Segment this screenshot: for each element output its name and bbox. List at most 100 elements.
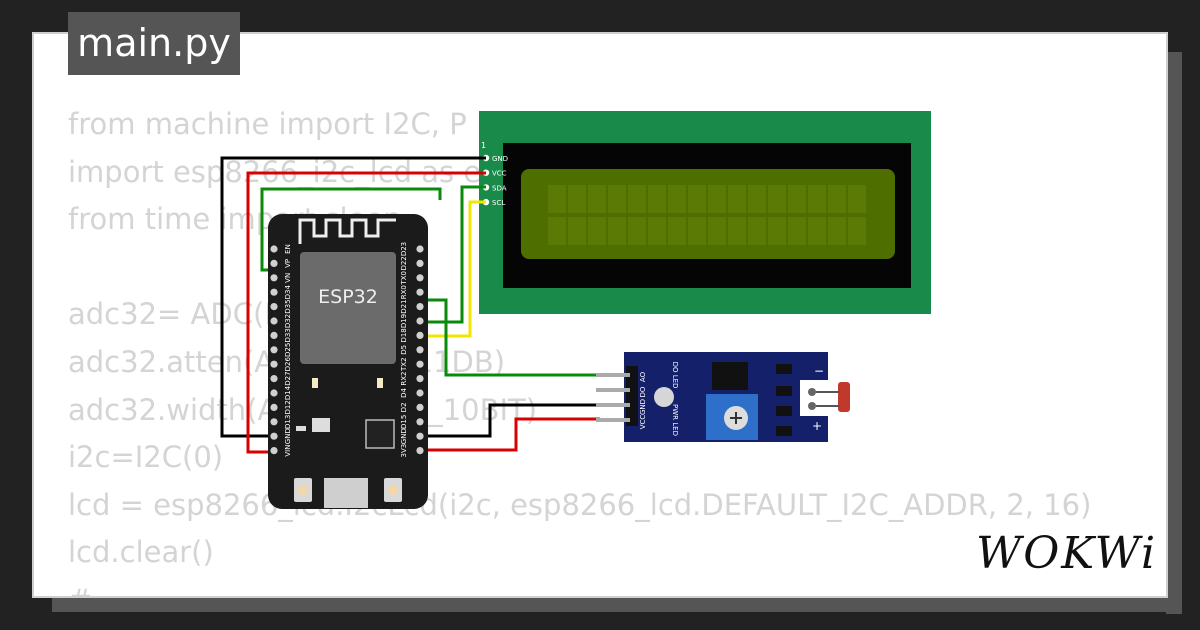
lcd-cell	[668, 185, 686, 213]
esp-pin-d26[interactable]	[270, 360, 278, 368]
esp-pin-label: D18	[400, 328, 408, 342]
wire-sda-lcd-2	[418, 185, 486, 324]
esp-pin-d19[interactable]	[416, 317, 424, 325]
lcd-cell	[808, 217, 826, 245]
esp-pin-label: GND	[400, 428, 408, 444]
code-line: from machine import I2C, P	[68, 107, 467, 141]
lcd-cell	[708, 217, 726, 245]
esp-pin-d33[interactable]	[270, 331, 278, 339]
lcd-cell	[688, 217, 706, 245]
lcd-cell	[788, 217, 806, 245]
esp-pin-gnd[interactable]	[270, 432, 278, 440]
esp-pin-d12[interactable]	[270, 403, 278, 411]
esp-pin-label: D25	[284, 343, 292, 357]
wokwi-logo: WOKWi	[976, 528, 1158, 579]
lcd-pin1-marker: 1	[481, 141, 486, 150]
code-line: # ...	[68, 577, 1091, 596]
esp-pin-label: VN	[284, 273, 292, 283]
esp-pin-vin[interactable]	[270, 447, 278, 455]
esp-pin-d5[interactable]	[416, 346, 424, 354]
esp-pin-d27[interactable]	[270, 375, 278, 383]
esp-pin-label: 3V3	[400, 444, 408, 458]
esp-pin-d4[interactable]	[416, 389, 424, 397]
wire-vcc-sensor	[418, 417, 600, 452]
lcd-pin-label: GND	[492, 155, 508, 163]
esp-pin-label: D21	[400, 299, 408, 313]
sensor-pin-ao[interactable]	[596, 373, 630, 377]
esp-pin-label: D4	[400, 388, 408, 398]
esp-pin-3v3[interactable]	[416, 447, 424, 455]
lcd-cell	[748, 217, 766, 245]
esp-pin-gnd[interactable]	[416, 432, 424, 440]
esp-pin-d14[interactable]	[270, 389, 278, 397]
lcd-cell	[588, 185, 606, 213]
esp-pin-d34[interactable]	[270, 288, 278, 296]
lcd-cell	[828, 217, 846, 245]
esp-pin-label: D13	[284, 415, 292, 429]
code-line: lcd.clear()	[68, 535, 214, 570]
esp-pin-label: GND	[284, 428, 292, 444]
lcd-cell	[568, 217, 586, 245]
lcd-pin-label: SCL	[492, 199, 505, 207]
esp-pin-label: RX0	[400, 285, 408, 299]
photoresistor	[838, 382, 850, 412]
esp32-pin-rows: ENVPVND34D35D32D33D25D26D27D14D12D13GNDV…	[270, 242, 424, 458]
file-tab-main-py[interactable]: main.py	[68, 12, 240, 75]
esp-pin-rx2[interactable]	[416, 375, 424, 383]
esp-pin-label: D33	[284, 328, 292, 342]
sensor-led	[654, 387, 674, 407]
esp-pin-en[interactable]	[270, 245, 278, 253]
lcd-cell	[748, 185, 766, 213]
esp-pin-tx2[interactable]	[416, 360, 424, 368]
code-line: adc32= ADC(P	[68, 297, 282, 332]
minus-label: −	[814, 364, 824, 378]
esp-pin-d21[interactable]	[416, 303, 424, 311]
esp-pin-rx0[interactable]	[416, 288, 424, 296]
lcd-cell	[608, 185, 626, 213]
esp-pin-tx0[interactable]	[416, 274, 424, 282]
card-shadow-bottom	[52, 596, 1182, 612]
plus-label: +	[812, 419, 822, 433]
antenna-trace	[298, 218, 396, 244]
lcd-cell	[848, 185, 866, 213]
wire-vcc-lcd	[246, 171, 486, 454]
wire-sda-lcd	[260, 187, 442, 272]
esp-pin-vp[interactable]	[270, 259, 278, 267]
sensor-pin-do[interactable]	[596, 388, 630, 392]
lcd-cell	[728, 185, 746, 213]
esp-pin-label: D14	[284, 385, 292, 400]
esp-pin-d23[interactable]	[416, 245, 424, 253]
esp-pin-d25[interactable]	[270, 346, 278, 354]
esp-pin-d2[interactable]	[416, 403, 424, 411]
lcd-cell	[828, 185, 846, 213]
sensor-pin-gnd[interactable]	[596, 403, 630, 407]
esp-pin-d15[interactable]	[416, 418, 424, 426]
esp-pin-d18[interactable]	[416, 331, 424, 339]
esp-pin-d35[interactable]	[270, 303, 278, 311]
sensor-pin-label: AO	[639, 371, 647, 382]
esp32-devkit[interactable]: ESP32 ENVPVND34D35D32D33D25D26D27D14D12D…	[268, 214, 428, 509]
lcd-cell	[848, 217, 866, 245]
wire-scl-lcd	[418, 200, 486, 338]
lcd-cell	[608, 217, 626, 245]
esp-pin-d32[interactable]	[270, 317, 278, 325]
esp-pin-d13[interactable]	[270, 418, 278, 426]
lcd-cell	[808, 185, 826, 213]
esp-pin-label: D32	[284, 314, 292, 328]
sensor-led-label: DO LED	[671, 362, 679, 389]
esp-pin-label: D35	[284, 299, 292, 313]
card-shadow-right	[1166, 52, 1182, 614]
sensor-pin-vcc[interactable]	[596, 418, 630, 422]
lcd-cell	[788, 185, 806, 213]
sensor-pin-label: GND	[639, 399, 647, 415]
esp-pin-vn[interactable]	[270, 274, 278, 282]
lcd-cell	[648, 217, 666, 245]
lcd-cell	[708, 185, 726, 213]
lcd-pin-label: VCC	[492, 170, 507, 178]
lcd-cell	[768, 185, 786, 213]
esp-pin-label: VIN	[284, 445, 292, 457]
esp-pin-d22[interactable]	[416, 259, 424, 267]
